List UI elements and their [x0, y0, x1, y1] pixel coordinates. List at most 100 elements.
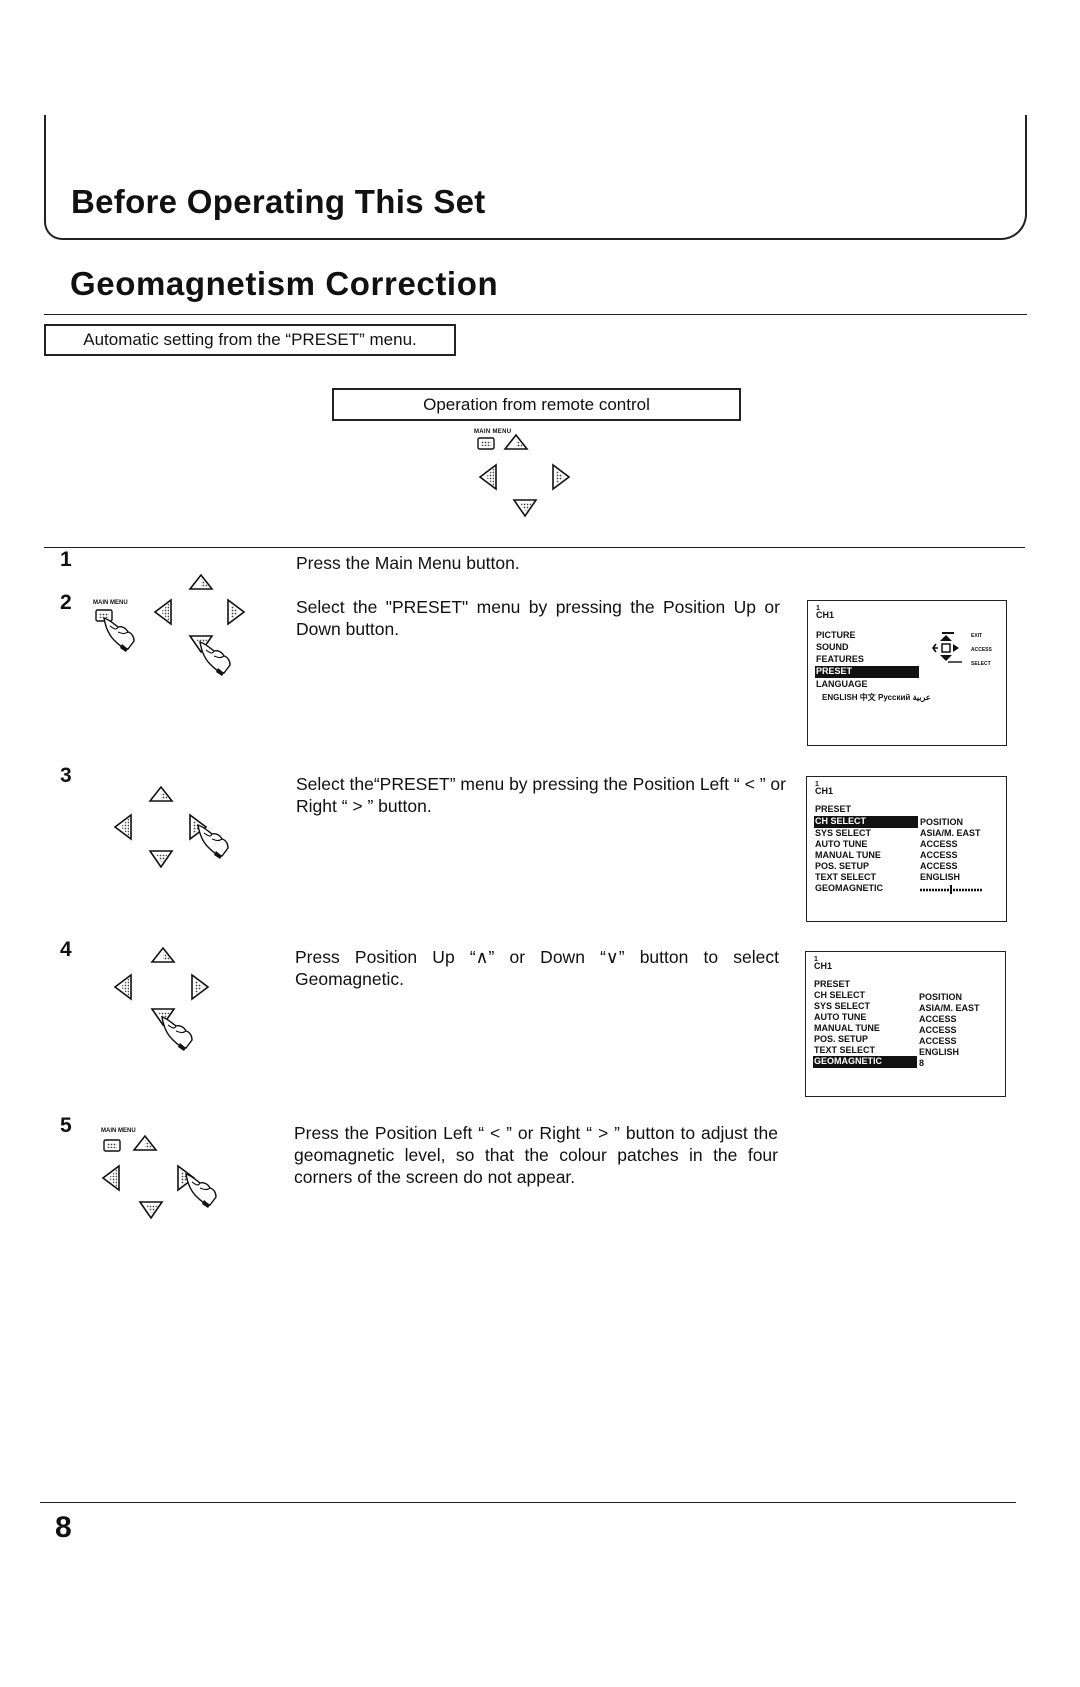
osd-nav-icon — [932, 632, 962, 663]
position-up-icon — [151, 947, 175, 963]
osd-highlight-bar — [815, 666, 919, 678]
position-left-icon — [114, 814, 132, 840]
osd-menu-value: ACCESS — [919, 1036, 957, 1046]
osd-menu-title: PRESET — [814, 979, 851, 989]
step-text: Press the Main Menu button. — [296, 553, 520, 573]
osd-menu-item: AUTO TUNE — [814, 1012, 867, 1022]
osd-menu-item: POS. SETUP — [815, 861, 870, 871]
main-menu-button-icon — [477, 437, 495, 450]
osd-preset-menu: 1 CH1 PRESET CH SELECT SYS SELECT AUTO T… — [806, 776, 1007, 922]
osd-ch-number: 1 — [814, 956, 818, 963]
pressing-hand-icon — [199, 641, 231, 677]
position-left-icon — [479, 464, 497, 490]
chapter-header-frame — [44, 115, 1027, 240]
position-right-icon — [191, 974, 209, 1000]
operation-label: Operation from remote control — [423, 394, 650, 414]
osd-menu-value: ACCESS — [920, 850, 958, 860]
osd-ch-label: CH1 — [814, 961, 833, 971]
preset-note: Automatic setting from the “PRESET” menu… — [83, 330, 417, 349]
main-menu-label: MAIN MENU — [101, 1128, 136, 1134]
osd-menu-item: SYS SELECT — [815, 828, 872, 838]
step-number: 4 — [60, 938, 72, 961]
osd-ch-label: CH1 — [815, 786, 834, 796]
position-down-icon — [139, 1201, 163, 1219]
position-left-icon — [102, 1165, 120, 1191]
osd-menu-value: ACCESS — [920, 839, 958, 849]
osd-menu-item: FEATURES — [816, 654, 864, 664]
osd-menu-item: GEOMAGNETIC — [815, 883, 884, 893]
osd-nav-select: SELECT — [971, 661, 991, 667]
osd-menu-value: ENGLISH — [919, 1047, 960, 1057]
osd-menu-value: ACCESS — [920, 861, 958, 871]
osd-menu-value: ASIA/M. EAST — [919, 1003, 980, 1013]
chapter-title: Before Operating This Set — [71, 183, 486, 220]
pressing-hand-icon — [103, 617, 135, 653]
position-up-icon — [504, 434, 528, 450]
osd-menu-item: MANUAL TUNE — [814, 1023, 880, 1033]
step-3-illustration — [110, 783, 260, 893]
operation-label-box: Operation from remote control — [332, 388, 741, 421]
osd-menu-item: TEXT SELECT — [815, 872, 877, 882]
main-menu-label: MAIN MENU — [93, 600, 128, 606]
osd-menu-value: ACCESS — [919, 1025, 957, 1035]
position-down-icon — [513, 499, 537, 517]
position-up-icon — [189, 574, 213, 590]
position-right-icon — [552, 464, 570, 490]
osd-geomagnetic-value: 8 — [919, 1058, 925, 1068]
step-2-icons — [95, 574, 245, 677]
step-2-illustration: MAIN MENU — [90, 570, 265, 695]
osd-menu-item-selected: PRESET — [816, 666, 853, 676]
step-5-illustration: MAIN MENU — [98, 1122, 258, 1242]
osd-menu-item-selected: CH SELECT — [815, 816, 867, 826]
step-3-icons — [114, 786, 229, 868]
section-title: Geomagnetism Correction — [70, 265, 499, 302]
osd-menu-item: POS. SETUP — [814, 1034, 869, 1044]
step-text: Press the Position Left “ < ” or Right “… — [294, 1123, 778, 1187]
osd-menu-value: POSITION — [919, 992, 963, 1002]
osd-level-bar — [920, 885, 982, 894]
step-5-icons — [102, 1135, 217, 1219]
osd-menu-item: MANUAL TUNE — [815, 850, 881, 860]
osd-main-menu: 1 CH1 PICTURE SOUND FEATURES PRESET LANG… — [807, 600, 1007, 746]
osd-menu-value: POSITION — [920, 817, 964, 827]
osd-preset-menu-geomagnetic: 1 CH1 PRESET CH SELECT SYS SELECT AUTO T… — [805, 951, 1006, 1097]
position-down-icon — [149, 850, 173, 868]
step-number: 1 — [60, 548, 72, 571]
step-number: 3 — [60, 764, 72, 787]
position-left-icon — [154, 599, 172, 625]
position-up-icon — [149, 786, 173, 802]
osd-menu-value: ENGLISH — [920, 872, 961, 882]
section-title-rule — [44, 314, 1027, 315]
osd-menu-value: ASIA/M. EAST — [920, 828, 981, 838]
step-text: Press Position Up “∧” or Down “∨” button… — [295, 947, 779, 989]
position-right-icon — [227, 599, 245, 625]
step-text: Select the“PRESET” menu by pressing the … — [296, 774, 786, 816]
osd-language-options: ENGLISH 中文 Русский عربية — [822, 693, 931, 702]
osd-menu-item-selected: GEOMAGNETIC — [814, 1056, 883, 1066]
main-menu-label: MAIN MENU — [474, 429, 512, 435]
osd-ch-number: 1 — [815, 781, 819, 788]
osd-ch-label: CH1 — [816, 610, 835, 620]
osd-menu-item: SOUND — [816, 642, 849, 652]
osd-menu-item: TEXT SELECT — [814, 1045, 876, 1055]
preset-note-box: Automatic setting from the “PRESET” menu… — [44, 324, 456, 356]
remote-pad-illustration: MAIN MENU — [470, 425, 590, 525]
osd-menu-item: PICTURE — [816, 630, 856, 640]
osd-menu-item: CH SELECT — [814, 990, 866, 1000]
osd-nav-exit: EXIT — [971, 633, 983, 639]
step-4-illustration — [110, 945, 260, 1065]
osd-menu-title: PRESET — [815, 804, 852, 814]
osd-highlight-bar — [814, 816, 918, 828]
position-left-icon — [114, 974, 132, 1000]
steps-top-rule — [44, 547, 1025, 548]
osd-ch-number: 1 — [816, 605, 820, 612]
footer-rule — [40, 1502, 1016, 1503]
pressing-hand-icon — [161, 1016, 193, 1052]
step-4-icons — [114, 947, 209, 1052]
position-up-icon — [133, 1135, 157, 1151]
osd-menu-value: ACCESS — [919, 1014, 957, 1024]
pressing-hand-icon — [185, 1173, 217, 1209]
main-menu-button-icon — [103, 1139, 121, 1152]
page-number: 8 — [55, 1511, 72, 1544]
osd-menu-item: SYS SELECT — [814, 1001, 871, 1011]
